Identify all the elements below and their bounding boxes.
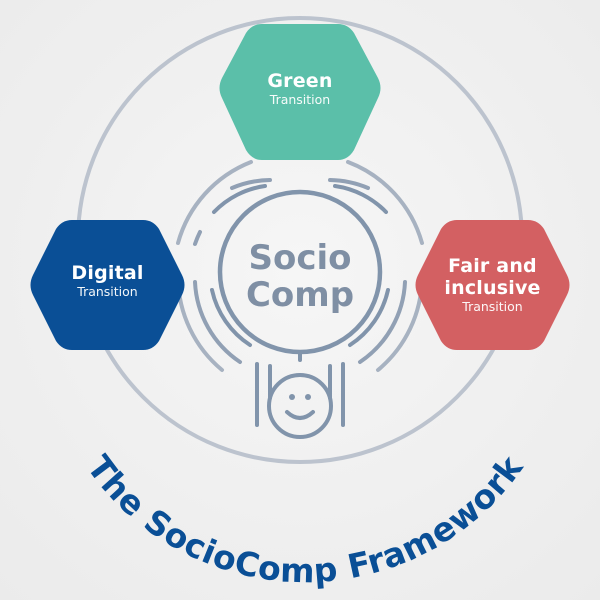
center-label: Socio Comp xyxy=(215,240,385,314)
node-green-subtitle: Transition xyxy=(269,92,331,107)
node-digital-subtitle: Transition xyxy=(77,284,138,299)
middle-arcs xyxy=(193,178,407,364)
hex-digital xyxy=(30,220,185,350)
node-fair: Fair and inclusive Transition xyxy=(415,255,570,315)
node-fair-subtitle: Transition xyxy=(462,299,523,314)
node-green-title: Green xyxy=(267,70,333,92)
inner-arcs xyxy=(210,184,390,347)
smiling-person-icon xyxy=(255,350,345,439)
node-digital-title: Digital xyxy=(71,262,144,284)
center-label-line1: Socio xyxy=(248,238,352,278)
node-fair-title-line2: inclusive xyxy=(444,277,541,299)
node-green: Green Transition xyxy=(222,70,378,108)
center-label-line2: Comp xyxy=(245,275,355,315)
node-fair-title-line1: Fair and xyxy=(448,255,537,277)
node-digital: Digital Transition xyxy=(30,262,185,300)
hex-fair xyxy=(415,220,570,350)
smile-eyes xyxy=(289,394,311,400)
framework-title: The SocioComp Framework xyxy=(80,448,531,591)
hex-green xyxy=(219,24,381,160)
